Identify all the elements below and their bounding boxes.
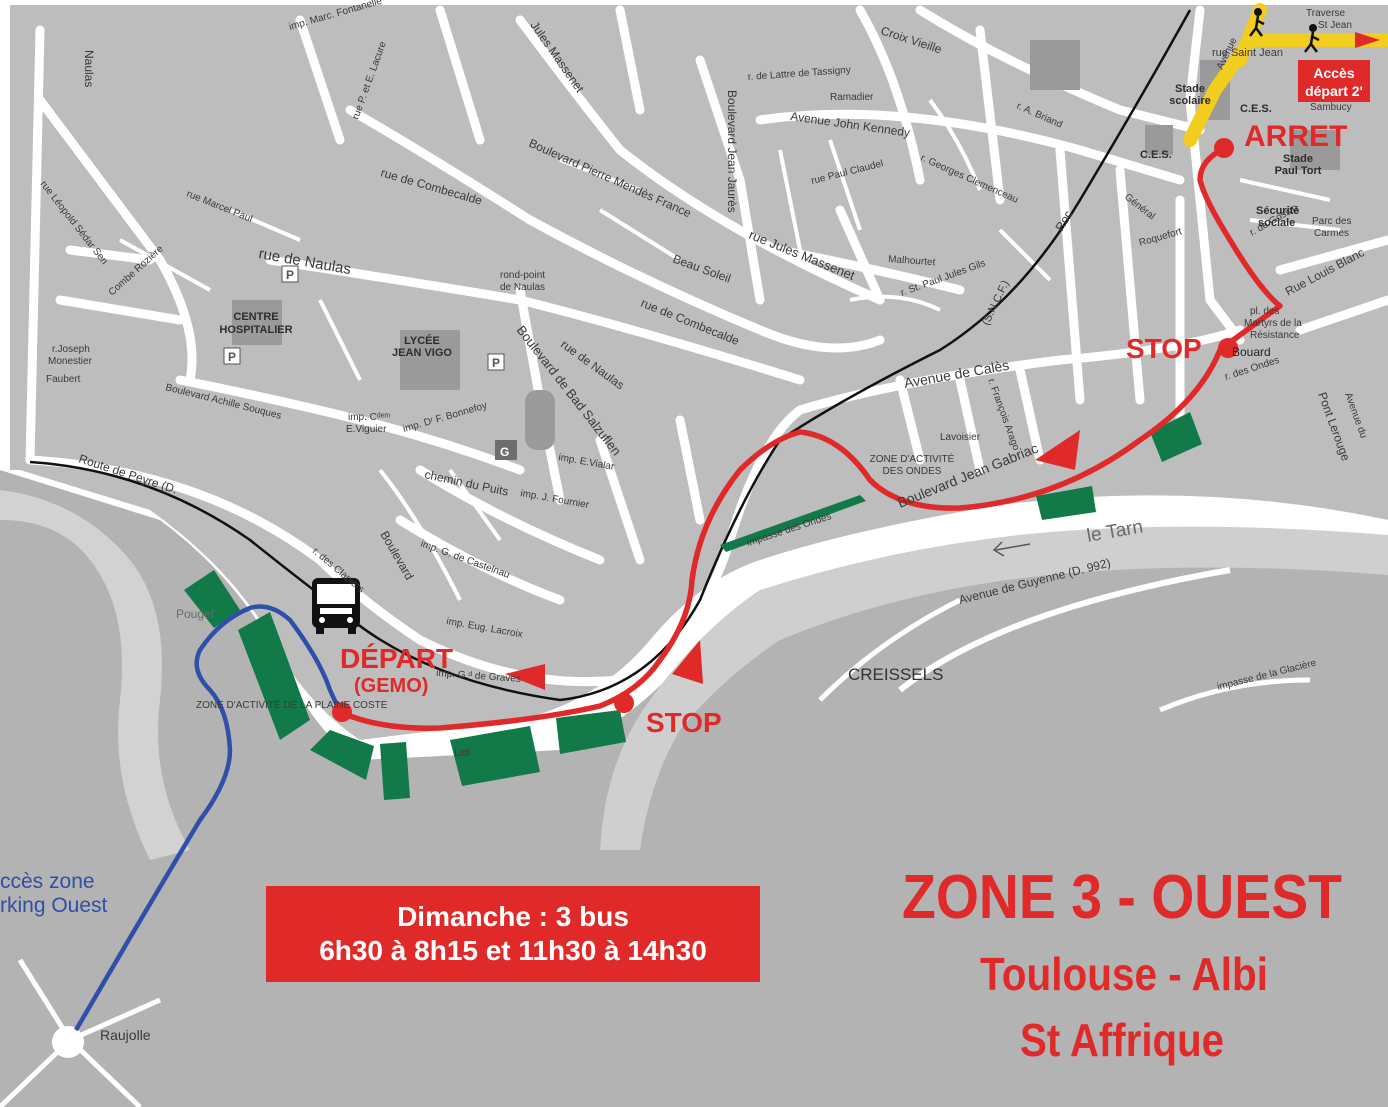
direction-arrow-1 <box>1035 430 1080 470</box>
place-zone-plaine: ZONE D'ACTIVITÉ DE LA PLAINE COSTE <box>196 698 388 711</box>
street-martyrs-1: pl. des <box>1250 306 1279 317</box>
zone-title-line3: St Affrique <box>1020 1014 1224 1066</box>
place-lycee: LYCÉE <box>404 334 440 347</box>
place-zone-ondes-2: DES ONDES <box>883 466 942 477</box>
place-parc-carmes: Parc des <box>1312 216 1351 227</box>
place-centre-hospitalier-2: HOSPITALIER <box>219 324 292 336</box>
direction-arrow-2 <box>672 640 703 684</box>
stop2-label: STOP <box>1126 333 1202 364</box>
street-network-thin <box>119 98 1341 601</box>
parking-icon: P P P G <box>223 265 514 460</box>
zone-title-line2: Toulouse - Albi <box>980 948 1268 1000</box>
street-ramadier: Ramadier <box>830 92 874 103</box>
svg-text:P: P <box>492 356 500 370</box>
bus-icon <box>312 578 360 634</box>
street-lavoisier: Lavoisier <box>940 432 981 443</box>
zone-title-line1: ZONE 3 - OUEST <box>902 863 1342 932</box>
depart-label: DÉPART <box>340 643 453 674</box>
parking-areas <box>184 412 1202 800</box>
street-joseph-monestier: r.Joseph <box>52 344 90 355</box>
street-st-jean: St Jean <box>1318 20 1352 31</box>
buildings <box>232 40 1340 460</box>
schedule-line1: Dimanche : 3 bus <box>397 901 629 932</box>
place-rond-point-2: de Naulas <box>500 282 545 293</box>
stop1-label: STOP <box>646 707 722 738</box>
river-flow-arrow <box>992 541 1031 557</box>
street-naulas-top: Naulas <box>82 50 96 87</box>
railway <box>29 9 1192 702</box>
place-rond-point: rond-point <box>500 270 545 281</box>
place-ces-2: C.E.S. <box>1140 149 1172 161</box>
stop1-dot[interactable] <box>614 693 634 713</box>
svg-text:P: P <box>286 268 294 282</box>
street-sambucy: Sambucy <box>1310 102 1352 113</box>
blue-access-route[interactable] <box>74 604 343 1032</box>
place-creissels: CREISSELS <box>848 665 943 684</box>
place-pouget: Pouget <box>176 607 215 621</box>
svg-text:P: P <box>228 350 236 364</box>
place-centre-hospitalier: CENTRE <box>233 311 278 323</box>
urban-area <box>10 5 1388 740</box>
depart-stop-dot[interactable] <box>332 702 352 722</box>
raujolle-roundabout <box>52 1026 84 1058</box>
acces-zone-label: ccès zone <box>0 870 95 893</box>
red-bus-route[interactable] <box>337 145 1283 731</box>
place-stade-paul: Stade <box>1283 153 1313 165</box>
street-faubert: Faubert <box>46 374 81 385</box>
place-ces-1: C.E.S. <box>1240 103 1272 115</box>
place-stade-scolaire-2: scolaire <box>1169 95 1211 107</box>
place-zone-ondes: ZONE D'ACTIVITÉ <box>870 452 955 465</box>
place-lidl: Lidl <box>454 748 470 759</box>
pedestrian-icon <box>1249 8 1320 53</box>
stop2-dot[interactable] <box>1218 338 1238 358</box>
street-bd-jean-jaures: Boulevard Jean Jaurès <box>725 90 739 213</box>
acces-depart-label-2: départ 2' <box>1305 83 1363 99</box>
place-bouard: Bouard <box>1232 345 1271 359</box>
acces-depart-box[interactable] <box>1298 60 1370 102</box>
raujolle-label: Raujolle <box>100 1027 151 1043</box>
street-martyrs-2: Martyrs de la <box>1244 318 1302 329</box>
street-martyrs-3: Résistance <box>1250 330 1300 341</box>
arret-dot[interactable] <box>1214 138 1234 158</box>
river-tarn <box>600 526 1388 850</box>
place-securite-2: sociale <box>1258 217 1295 229</box>
place-stade-paul-2: Paul Tort <box>1275 165 1322 177</box>
direction-arrow-3 <box>505 664 545 690</box>
arret-label: ARRET <box>1244 120 1347 153</box>
south-road-4 <box>0 958 162 1107</box>
place-parc-carmes-2: Carmes <box>1314 228 1349 239</box>
place-stade-scolaire: Stade <box>1175 83 1205 95</box>
street-joseph-monestier-2: Monestier <box>48 356 93 367</box>
south-road-1 <box>898 567 1231 693</box>
acces-zone-label-2: rking Ouest <box>0 894 108 917</box>
south-road-3 <box>1159 677 1311 713</box>
schedule-box: Dimanche : 3 bus 6h30 à 8h15 et 11h30 à … <box>266 886 760 982</box>
street-network <box>25 5 1388 687</box>
street-imp-cnes-2: E.Viguier <box>346 424 387 435</box>
street-traverse: Traverse <box>1306 8 1346 19</box>
street-saint-jean: rue Saint Jean <box>1212 47 1283 59</box>
street-imp-cnes: imp. Cᵈᵉᵐ <box>348 412 390 423</box>
river-west <box>0 490 190 860</box>
schedule-line2: 6h30 à 8h15 et 11h30 à 14h30 <box>319 935 707 966</box>
place-securite: Sécurité <box>1256 205 1299 217</box>
svg-text:G: G <box>500 445 509 459</box>
place-lycee-2: JEAN VIGO <box>392 347 452 359</box>
direction-arrow-arret <box>1355 32 1380 48</box>
street-malhourtet: Malhourtet <box>888 254 936 268</box>
depart-sub-label: (GEMO) <box>354 675 428 697</box>
south-road-2 <box>818 597 962 702</box>
acces-depart-label: Accès <box>1313 65 1354 81</box>
